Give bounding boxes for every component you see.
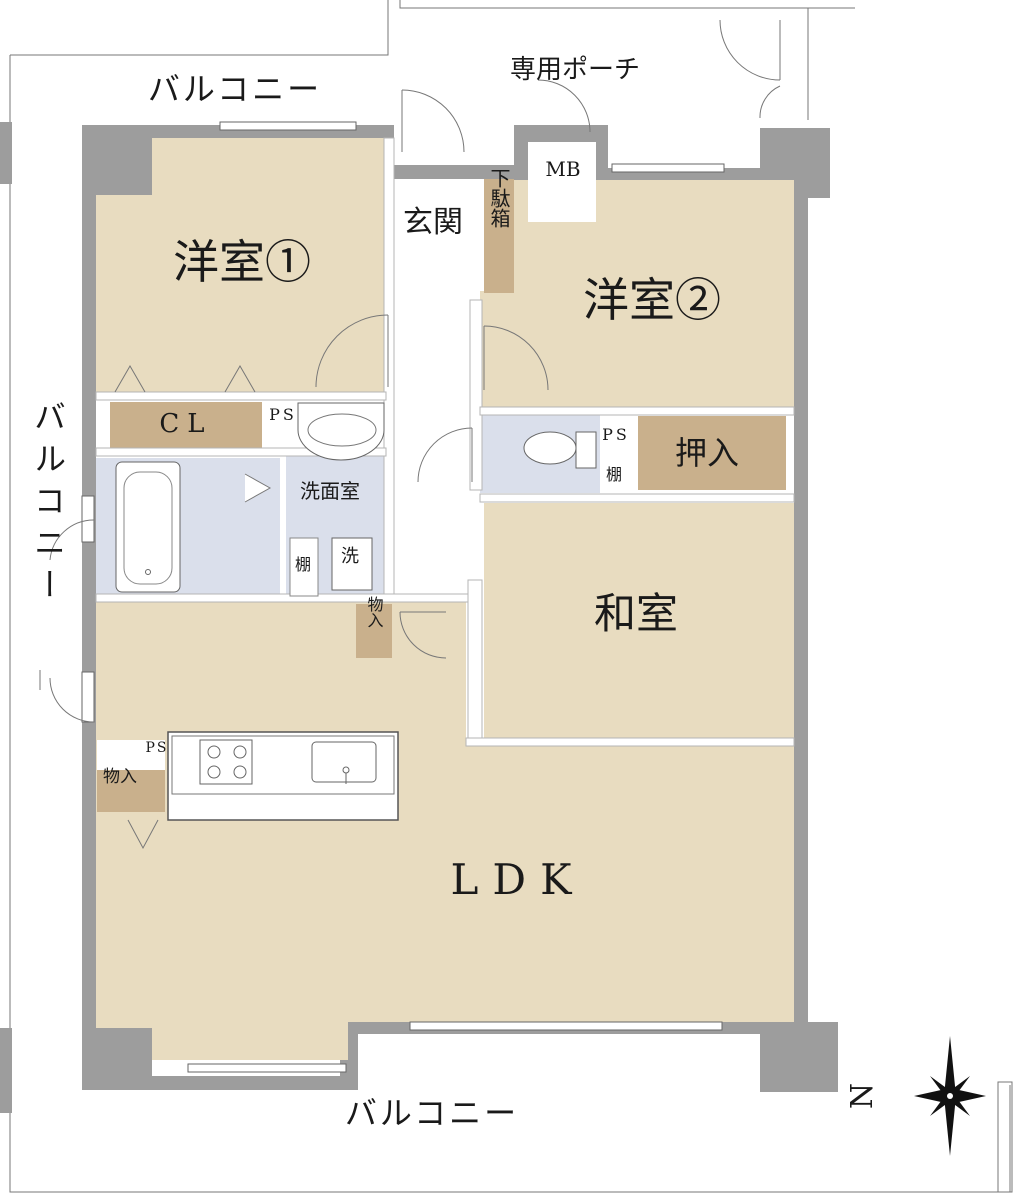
porch-label: 専用ポーチ xyxy=(510,55,640,85)
gas-stove-icon xyxy=(199,739,253,785)
balcony-bottom-label: バルコニー xyxy=(345,1094,519,1132)
western-room-2-label: 洋室② xyxy=(583,273,721,327)
oshiire xyxy=(638,416,786,490)
japanese-room xyxy=(484,503,794,738)
japanese-room-label: 和室 xyxy=(594,589,678,638)
balcony-left-label: バルコニー xyxy=(29,400,67,610)
shelf-2-label: 棚 xyxy=(606,465,622,484)
washer-label: 洗 xyxy=(341,546,359,567)
bathtub-icon xyxy=(115,461,181,593)
room-labels: バルコニー 専用ポーチ MB 玄関 下駄箱 洋室① 洋室② CL PS 洗面室 … xyxy=(29,55,880,1132)
washroom-label: 洗面室 xyxy=(300,479,360,503)
north-label: N xyxy=(845,1083,880,1109)
ldk xyxy=(96,600,794,1060)
storage-1 xyxy=(356,604,392,658)
doors xyxy=(39,19,781,723)
toilet-icon xyxy=(523,431,597,469)
ps-3-label: PS xyxy=(145,740,168,756)
ldk-label: LDK xyxy=(451,855,586,904)
washer-space xyxy=(289,537,373,597)
ps-1-label: PS xyxy=(269,405,297,424)
fold-marks xyxy=(114,364,272,850)
interior-walls xyxy=(95,137,795,747)
storage-1-label: 物入 xyxy=(365,596,384,628)
balcony-post-bottom-left xyxy=(0,1028,12,1113)
closet xyxy=(110,402,262,448)
balcony-post-top-left xyxy=(0,122,12,184)
western-room-1-label: 洋室① xyxy=(173,235,311,289)
meter-box xyxy=(528,142,596,222)
ps-2-label: PS xyxy=(602,425,630,444)
storage-2-label: 物入 xyxy=(103,767,137,787)
kitchen-sink-icon xyxy=(311,741,377,784)
shoe-box-label: 下駄箱 xyxy=(487,168,511,228)
closet-label: CL xyxy=(159,409,212,439)
oshiire-label: 押入 xyxy=(675,434,739,472)
windows xyxy=(81,121,725,1073)
compass-icon xyxy=(914,1036,986,1156)
entrance xyxy=(394,179,486,291)
mb-label: MB xyxy=(545,157,580,181)
balcony-top-label: バルコニー xyxy=(148,70,322,108)
entrance-label: 玄関 xyxy=(403,205,463,240)
washbasin-icon xyxy=(297,402,385,461)
shelf-1-label: 棚 xyxy=(295,555,311,574)
shoe-box xyxy=(484,179,514,293)
